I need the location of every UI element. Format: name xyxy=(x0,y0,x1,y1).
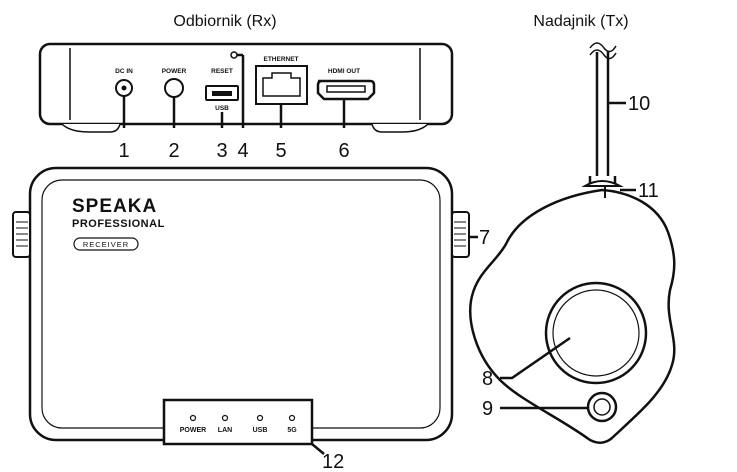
power-button xyxy=(164,78,184,98)
callout-2: 2 xyxy=(168,140,179,162)
callout-line-12 xyxy=(311,443,325,455)
callout-9: 9 xyxy=(482,398,493,420)
usb-port-label: USB xyxy=(215,105,229,112)
led-5g-dot xyxy=(288,414,296,422)
led-box xyxy=(162,398,314,446)
led-5g-label: 5G xyxy=(287,427,297,434)
led-lan-label: LAN xyxy=(218,427,232,434)
led-lan-dot xyxy=(221,414,229,422)
receiver-badge-text: RECEIVER xyxy=(83,240,129,249)
callout-4: 4 xyxy=(237,140,248,162)
power-port-label: POWER xyxy=(162,68,187,75)
led-usb-dot xyxy=(256,414,264,422)
brand-logo: SPEAKA xyxy=(72,196,157,217)
callout-lines-back xyxy=(122,53,346,128)
left-knob xyxy=(12,211,31,258)
callout-1: 1 xyxy=(118,140,129,162)
ethernet-port xyxy=(255,65,308,105)
ethernet-label: ETHERNET xyxy=(263,56,298,63)
transmitter-header: Nadajnik (Tx) xyxy=(533,13,628,30)
transmitter-main-button xyxy=(544,281,648,385)
led-power-dot xyxy=(189,414,197,422)
receiver-badge xyxy=(73,237,139,251)
callout-5: 5 xyxy=(275,140,286,162)
led-power-label: POWER xyxy=(180,427,206,434)
brand-line: PROFESSIONAL xyxy=(72,218,165,230)
transmitter-cable xyxy=(589,42,617,176)
receiver-top-view xyxy=(28,166,454,442)
receiver-header: Odbiornik (Rx) xyxy=(173,13,276,30)
reset-hole xyxy=(230,51,238,59)
led-usb-label: USB xyxy=(253,427,268,434)
callout-11: 11 xyxy=(638,180,659,202)
hdmi-port xyxy=(316,79,376,101)
callout-7: 7 xyxy=(479,227,490,249)
dc-in-label: DC IN xyxy=(115,68,133,75)
right-knob xyxy=(451,211,470,258)
callout-12: 12 xyxy=(322,451,344,472)
usb-port xyxy=(205,85,239,101)
callout-line-8 xyxy=(500,336,571,380)
transmitter-small-button xyxy=(586,391,618,423)
callout-10: 10 xyxy=(628,93,650,115)
callout-8: 8 xyxy=(482,368,493,390)
hdmi-out-label: HDMI OUT xyxy=(328,68,360,75)
callout-3: 3 xyxy=(216,140,227,162)
callout-6: 6 xyxy=(338,140,349,162)
receiver-back-panel xyxy=(38,42,454,133)
dc-in-port xyxy=(115,79,133,97)
reset-label: RESET xyxy=(211,68,233,75)
